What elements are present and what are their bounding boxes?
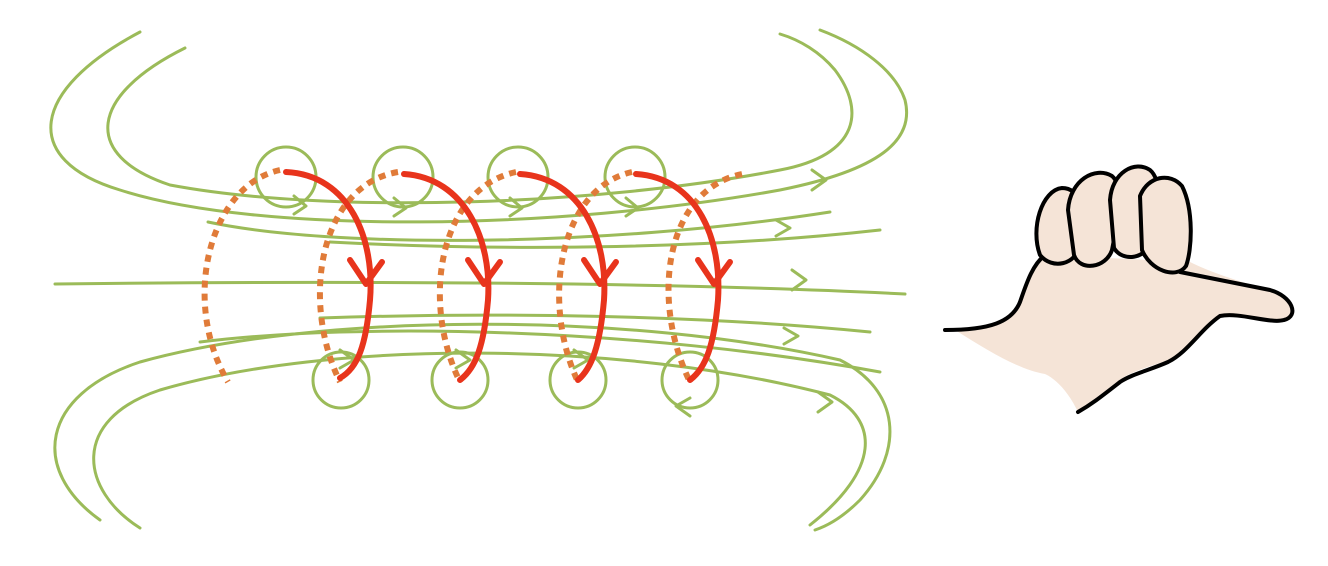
arrow-down-icon [465, 257, 503, 287]
hand-outline [943, 253, 1295, 414]
coil-back-segments [201, 167, 743, 384]
chevron-right-icon [790, 268, 808, 292]
chevron-right-icon [572, 348, 590, 370]
right-hand-thumbs-up-icon [943, 164, 1295, 414]
coil-back-turn-1 [201, 167, 281, 384]
hand-fingers [1034, 164, 1193, 275]
chevron-right-icon [454, 348, 472, 370]
field-line-upper-mid [206, 210, 832, 242]
coil-back-turn-4 [556, 169, 633, 384]
chevron-right-icon [624, 196, 640, 218]
wire-circle-chevrons-bottom [338, 348, 692, 418]
chevron-right-icon [810, 168, 828, 192]
field-line-bottom-inner [92, 351, 867, 530]
field-direction-arrows [774, 168, 834, 414]
field-circle [660, 350, 720, 410]
coil-front-turn-2 [401, 171, 492, 383]
coil-back-turn-5 [665, 171, 743, 384]
coil-back-turn-2 [316, 169, 399, 384]
wire-field-circles-bottom [311, 350, 720, 410]
coil-front-turn-3 [517, 171, 608, 383]
field-line-lower-mid [198, 329, 882, 374]
field-line-axis [53, 280, 907, 296]
field-circle [486, 145, 550, 209]
hand-palm [955, 255, 1293, 412]
chevron-right-icon [816, 390, 834, 414]
field-line-top-inner [106, 32, 854, 205]
field-line-lower-axis [318, 313, 872, 334]
arrow-down-icon [581, 257, 619, 287]
finger-4-thumb-fold [1138, 175, 1193, 275]
field-line-bottom-outer [53, 322, 892, 532]
chevron-right-icon [782, 326, 800, 346]
field-line-top-outer [49, 28, 908, 224]
chevron-right-icon [508, 196, 524, 218]
coil-front-turn-1 [283, 169, 374, 381]
coil-front-segments [283, 169, 733, 383]
magnetic-field-lines [49, 28, 908, 532]
coil-back-turn-3 [436, 169, 517, 384]
field-line-upper-axis [328, 228, 882, 249]
arrow-down-icon [347, 257, 385, 287]
arrow-down-icon [695, 257, 733, 287]
wire-circle-chevrons-top [292, 194, 640, 218]
chevron-left-icon [674, 396, 692, 418]
chevron-right-icon [392, 196, 408, 218]
coil-front-turn-4 [633, 171, 722, 383]
chevron-right-icon [292, 194, 308, 216]
chevron-right-icon [774, 218, 792, 238]
